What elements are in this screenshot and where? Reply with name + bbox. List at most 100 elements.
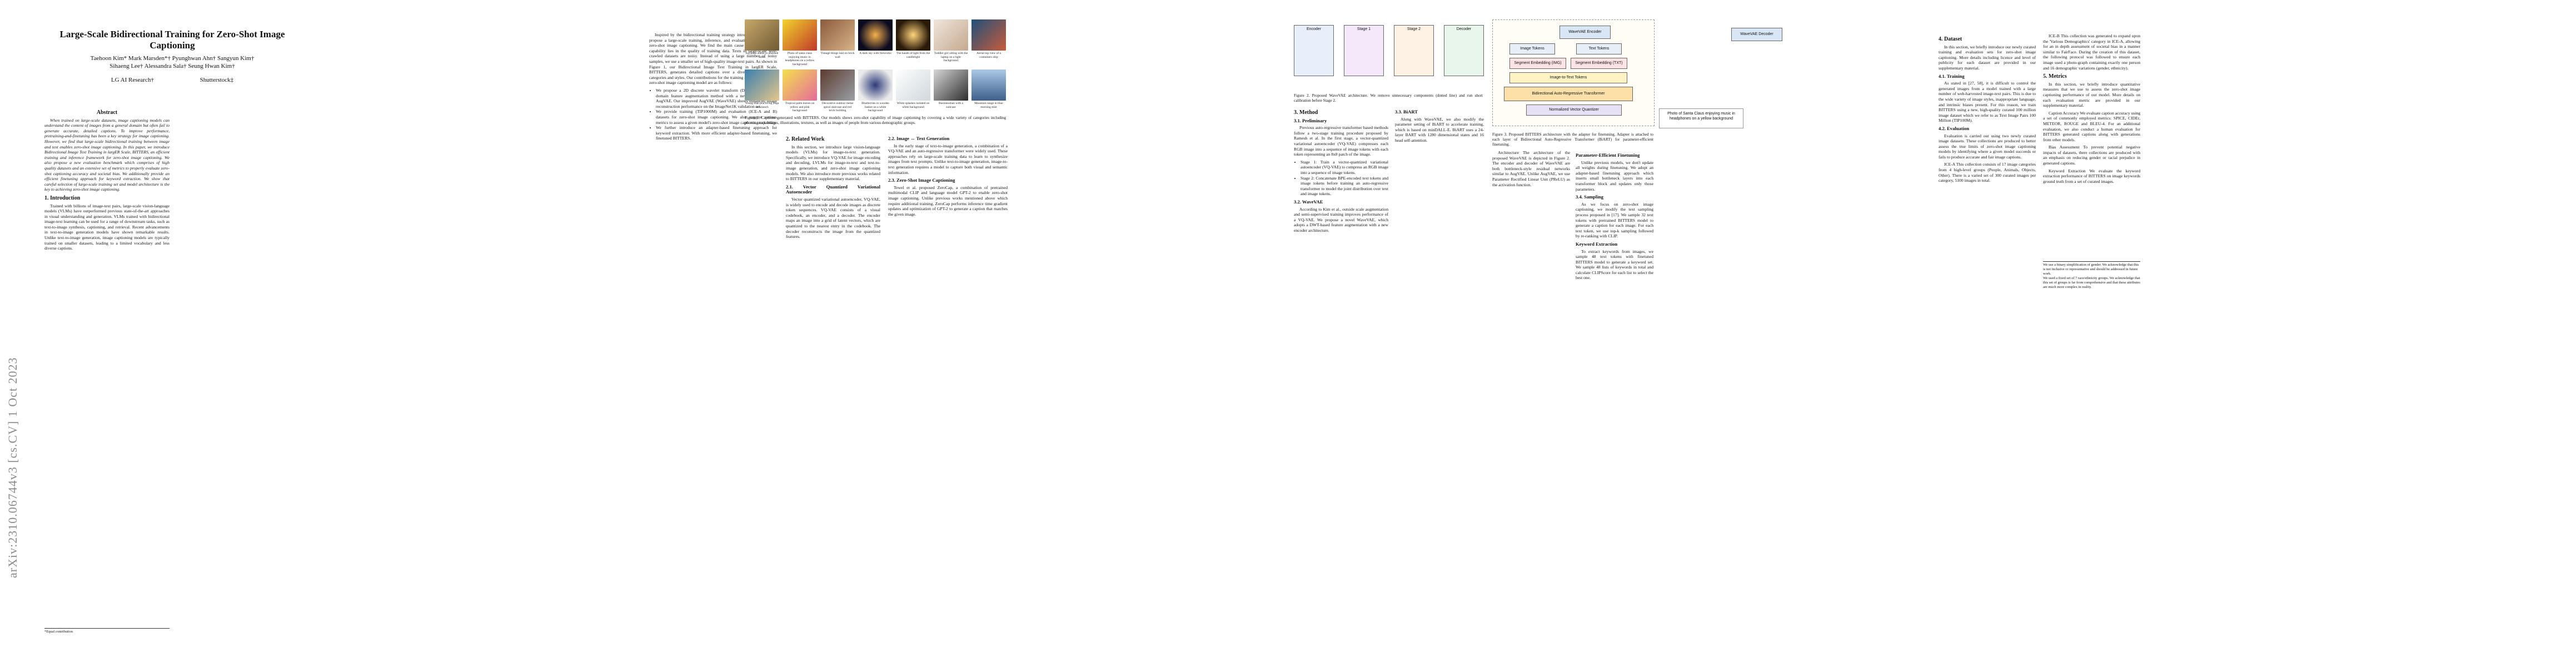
segment-embedding-txt-block: Segment Embedding (TXT) (1571, 58, 1627, 69)
image-tokens-block: Image Tokens (1509, 43, 1555, 54)
page-2: Inspired by the bidirectional training s… (645, 0, 1287, 667)
p4-footnote-2: We used a fixed set of 7 race/ethnicity … (2043, 276, 2140, 289)
figure-2-caption: Figure 2. Proposed WaveVAE architecture.… (1294, 93, 1483, 103)
thumb-image (934, 69, 968, 101)
sampling-text: As we focus on zero-shot image captionin… (1576, 201, 1653, 239)
affiliation-shutterstock: Shutterstock‡ (200, 77, 234, 83)
intro-continuation: Inspired by the bidirectional training s… (649, 32, 777, 86)
p4-footnotes: We use a binary simplification of gender… (2043, 261, 2140, 290)
fig1-thumb: Tropical palm leaves on yellow and pink … (783, 69, 817, 113)
bart-text: Along with WaveVAE, we also modify the p… (1395, 116, 1484, 143)
abstract-heading: Abstract (96, 109, 118, 116)
p2-left-column: Inspired by the bidirectional training s… (649, 32, 777, 141)
prelim-text: Previous auto-regressive transformer bas… (1294, 125, 1388, 157)
wavevae-text: According to Kim et al., outside scale a… (1294, 206, 1388, 233)
caption-accuracy-text: Caption Accuracy We evaluate caption acc… (2043, 110, 2140, 142)
arxiv-stamp: arXiv:2310.06744v3 [cs.CV] 1 Oct 2023 (6, 357, 19, 578)
fig1-thumb: Young man practicing yoga on a beach (745, 69, 779, 113)
arch-text: Architecture The architecture of the pro… (1492, 150, 1570, 187)
contribution-3: We further introduce an adapter-based fi… (656, 125, 777, 141)
i2t-heading: 2.2. Image ↔ Text Generation (888, 136, 950, 141)
training-text: As stated in [27, 58], it is difficult t… (1939, 81, 2036, 123)
sampling-heading: 3.4. Sampling (1576, 194, 1603, 200)
figure-3-diagram: WaveVAE Encoder Image Tokens Text Tokens… (1492, 19, 1655, 126)
fig3-example-caption: Photo of Santa Claus enjoying music in h… (1659, 108, 1743, 128)
ice-a-text: ICE-A This collection consists of 17 ima… (1939, 162, 2036, 183)
p2-mid-column: 2. Related Work In this section, we intr… (786, 133, 880, 242)
authors: Taehoon Kim* Mark Marsden*† Pyunghwan Ah… (44, 54, 300, 70)
fig1-thumb: Decorative outdoor metal spiral staircas… (820, 69, 855, 113)
segment-embedding-img-block: Segment Embedding (IMG) (1509, 58, 1566, 69)
training-heading: 4.1. Training (1939, 73, 1965, 79)
p4-footnote-1: We use a binary simplification of gender… (2043, 263, 2139, 276)
metrics-heading: 5. Metrics (2043, 73, 2067, 80)
fig1-thumb: Mountain range in blue morning mist (971, 69, 1006, 113)
left-column: Abstract When trained on large-scale dat… (44, 107, 170, 253)
thumb-image (820, 69, 855, 101)
fig1-thumb: Aerial top view of a containers ship (971, 19, 1006, 66)
biart-block: Bidirectional Auto-Regressive Transforme… (1504, 87, 1633, 101)
eval-text: Evaluation is carried out using two newl… (1939, 133, 2036, 160)
contributions-list: We propose a 2D discrete wavelet transfo… (649, 88, 777, 141)
i2t-text: In the early stage of text-to-image gene… (888, 143, 1008, 175)
authors-line-2: Sihaeng Lee† Alessandra Sala† Seung Hwan… (109, 63, 235, 69)
thumb-image (745, 69, 779, 101)
decoder-block: Decoder (1444, 25, 1484, 76)
bias-assessment-text: Bias Assessment To prevent potential neg… (2043, 145, 2140, 166)
thumb-image (820, 19, 855, 51)
bart-heading: 3.3. BiART (1395, 109, 1418, 115)
fig1-thumb: Vintage things laid on brick wall (820, 19, 855, 66)
thumb-image (934, 19, 968, 51)
figure-2-diagram: Encoder Stage 1 Stage 2 Decoder (1294, 19, 1484, 86)
method-heading: 3. Method (1294, 109, 1318, 116)
image-to-text-tokens-block: Image-to-Text Tokens (1509, 72, 1627, 83)
intro-text: Trained with billions of image-text pair… (44, 203, 170, 251)
fig1-thumb: Blueberries in wooden basket on a white … (858, 69, 893, 113)
text-tokens-block: Text Tokens (1576, 43, 1622, 54)
stage1-block: Stage 1 (1344, 25, 1384, 76)
footnote: *Equal contribution (44, 628, 170, 634)
dataset-heading: 4. Dataset (1939, 36, 1962, 42)
peft-heading: Parameter-Efficient Finetuning (1576, 152, 1640, 158)
fig1-thumb: White splashes isolated on white backgro… (896, 69, 930, 113)
p3-right-b: Parameter-Efficient Finetuning Unlike pr… (1576, 150, 1653, 283)
page-4: 4. Dataset In this section, we briefly i… (1934, 0, 2576, 667)
contribution-2: We provide training (TIP1000M) and evalu… (656, 109, 777, 125)
affiliations: LG AI Research† Shutterstock‡ (44, 77, 300, 83)
fig1-thumb: Toddler girl sitting with the laptop on … (934, 19, 968, 66)
stage-1: Stage 1: Train a vector-quantized variat… (1301, 160, 1388, 176)
thumb-image (896, 19, 930, 51)
prelim-heading: 3.1. Preliminary (1294, 117, 1327, 123)
thumb-image (896, 69, 930, 101)
normalized-vq-block: Normalized Vector Quantizer (1526, 104, 1622, 116)
vq-heading: 2.1. Vector Quantized Variational Autoen… (786, 183, 880, 195)
paper-title: Large-Scale Bidirectional Training for Z… (59, 29, 285, 51)
encoder-block: Encoder (1294, 25, 1334, 76)
related-text: In this section, we introduce large visi… (786, 144, 880, 182)
stage-2: Stage 2: Concatenate BPE-encoded text to… (1301, 176, 1388, 197)
thumb-image (971, 69, 1006, 101)
wavevae-encoder-block: WaveVAE Encoder (1559, 26, 1611, 39)
authors-line-1: Taehoon Kim* Mark Marsden*† Pyunghwan Ah… (90, 55, 255, 62)
figure-1-grid: Egyptian statue in pharaoh dress Photo o… (745, 19, 1006, 113)
ice-b-text: ICE-B This collection was generated to e… (2043, 33, 2140, 71)
thumb-image (971, 19, 1006, 51)
thumb-image (783, 69, 817, 101)
thumb-image (783, 19, 817, 51)
wavevae-decoder-block: WaveVAE Decoder (1731, 28, 1782, 41)
intro-heading: 1. Introduction (44, 195, 81, 201)
p4-left-column: 4. Dataset In this section, we briefly i… (1939, 33, 2036, 186)
zs-heading: 2.3. Zero-Shot Image Captioning (888, 177, 955, 183)
peft-text: Unlike previous models, we don't update … (1576, 160, 1653, 192)
fig1-thumb: The hands of light from the candlelight (896, 19, 930, 66)
fig1-thumb: Businessman with a suitcase (934, 69, 968, 113)
p3-mid-column: 3.3. BiART Along with WaveVAE, we also m… (1395, 107, 1484, 146)
p2-right-column: 2.2. Image ↔ Text Generation In the earl… (888, 133, 1008, 219)
p4-right-column: ICE-B This collection was generated to e… (2043, 33, 2140, 186)
abstract-text: When trained on large-scale datasets, im… (44, 117, 170, 192)
p3-right-a: Architecture The architecture of the pro… (1492, 150, 1570, 190)
zs-text: Tewel et al. proposed ZeroCap, a combina… (888, 185, 1008, 217)
keyword-extraction-text: Keyword Extraction We evaluate the keywo… (2043, 168, 2140, 184)
dataset-text: In this section, we briefly introduce ou… (1939, 44, 2036, 71)
thumb-image (858, 19, 893, 51)
